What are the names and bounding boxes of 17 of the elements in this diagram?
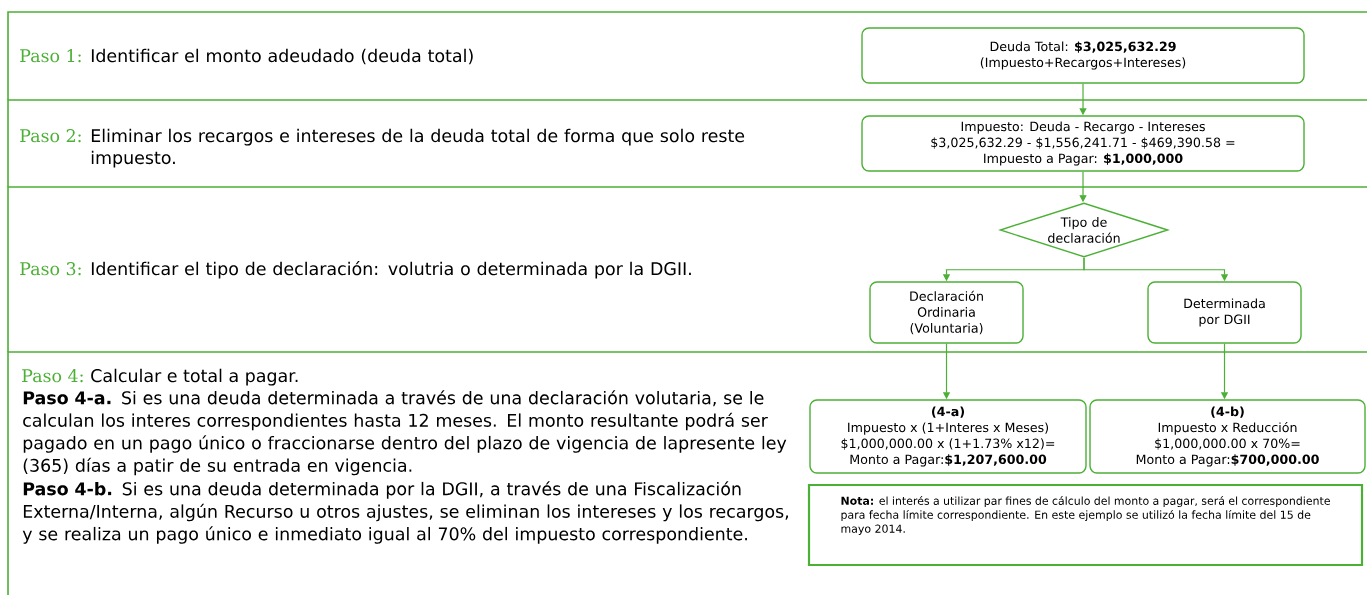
- process-box: Impuesto: Deuda - Recargo - Intereses $3,025,632.29 - $1,556,241.71 - $469,390.58 = Impuesto a Pagar: $1,000,000: [861, 115, 1305, 172]
- step-heading: Paso 3:: [20, 262, 81, 276]
- process-box: (4-a) Impuesto x (1+Interes x Meses) $1,000,000.00 x (1+1.73% x12)= Monto a Pagar:$1,207,600.00: [809, 399, 1087, 474]
- step-heading: Paso 1:: [20, 49, 81, 63]
- note-box: Nota: el interés a utilizar par fines de cálculo del monto a pagar, será el correspondiente para fecha límite correspondiente. En este ejemplo se utilizó la fecha límite del 15 de mayo 2014.: [807, 483, 1364, 567]
- step-paragraph: Paso 4-b. Si es una deuda determinada por la DGII, a través de una Fiscalización Externa/Interna, algún Recurso u otros ajustes, se eliminan los intereses y los recargos, y se realiza un pago único e inmediato igual al 70% del impuesto correspondiente.: [22, 481, 788, 544]
- step-description: Identificar el monto adeudado (deuda total): [91, 48, 473, 65]
- process-box: Determinada por DGII: [1147, 281, 1302, 344]
- step-description: Eliminar los recargos e intereses de la deuda total de forma que solo reste impuesto.: [91, 128, 745, 168]
- step-heading: Paso 2:: [20, 129, 81, 143]
- process-box: Declaración Ordinaria (Voluntaria): [869, 281, 1024, 344]
- step-paragraph: Paso 4-a. Si es una deuda determinada a través de una declaración volutaria, se le calculan los interes correspondientes hasta 12 meses. El monto resultante podrá ser pagado en un pago único o fraccionarse dentro del plazo de vigencia de lapresente ley (365) días a patir de su entrada en vigencia.: [23, 390, 787, 476]
- step-description: Identificar el tipo de declaración: volutria o determinada por la DGII.: [91, 261, 691, 279]
- step-description: Calcular e total a pagar.: [91, 368, 298, 386]
- step-heading: Paso 4:: [22, 369, 83, 383]
- process-box: (4-b) Impuesto x Reducción $1,000,000.00 x 70%= Monto a Pagar:$700,000.00: [1089, 399, 1366, 474]
- process-box: Deuda Total: $3,025,632.29 (Impuesto+Recargos+Intereses): [861, 27, 1305, 84]
